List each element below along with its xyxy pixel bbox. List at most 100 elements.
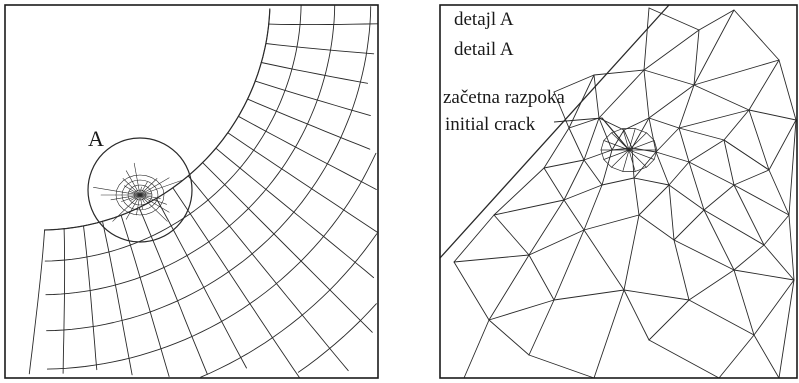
crack-tip-refine-line [139, 194, 168, 222]
triangle-edge [648, 7, 700, 31]
right-detail-panel: detajl A detail A začetna razpoka initia… [434, 0, 799, 383]
hole-boundary [43, 8, 271, 231]
triangle-edge [568, 117, 600, 129]
crack-tip-refine-line [139, 194, 161, 199]
triangle-edge [763, 244, 795, 281]
crack-tip-spoke [622, 149, 630, 172]
triangle-edge [493, 167, 545, 216]
mesh-radial-line [28, 229, 46, 375]
triangle-edge [723, 139, 770, 171]
triangle-edge [623, 214, 640, 291]
mesh-radial-line [268, 23, 378, 26]
mesh-radial-line [155, 197, 247, 369]
triangle-edge [688, 161, 735, 186]
triangle-edge [648, 117, 657, 153]
triangle-edge [623, 117, 650, 131]
triangle-edge [583, 117, 600, 161]
initial-crack-line [601, 117, 630, 151]
crack-tip-refine-line [139, 179, 183, 196]
crack-tip-refine-line [130, 194, 141, 201]
mesh-radial-line [120, 214, 170, 377]
triangle-edge [703, 209, 735, 271]
triangle-edge [678, 109, 750, 129]
crack-tip-spoke [628, 128, 636, 151]
triangle-edge [733, 269, 755, 336]
triangle-edge [768, 119, 797, 171]
triangle-edge [733, 244, 765, 271]
triangle-edge [733, 269, 795, 281]
triangle-edge [453, 261, 490, 321]
quad-mesh [28, 4, 379, 378]
triangle-edge [553, 289, 625, 301]
triangle-edge [723, 109, 750, 141]
triangle-edge [643, 29, 700, 71]
triangle-edge [528, 229, 585, 256]
triangle-edge [718, 334, 755, 379]
triangle-edge [673, 209, 705, 241]
crack-tip-spoke [603, 140, 630, 151]
crack-tip-spoke [622, 128, 630, 151]
crack-label-slovene: začetna razpoka [443, 87, 565, 108]
triangle-edge [453, 254, 530, 263]
crack-tip-spoke [603, 149, 630, 160]
triangle-edge [598, 69, 645, 119]
triangle-edge [723, 139, 735, 186]
crack-tip-ring-edge [603, 132, 612, 141]
triangle-edge [703, 184, 735, 211]
crack-tip-ring-edge [646, 159, 655, 168]
triangle-edge [543, 127, 570, 169]
triangle-edge [528, 354, 595, 379]
triangle-edge [601, 149, 613, 186]
mesh-radial-line [62, 228, 66, 374]
triangle-edge [493, 214, 530, 256]
triangle-mesh [439, 4, 797, 379]
crack-tip-refine-line [139, 181, 148, 196]
crack-tip-ring-edge [634, 166, 647, 172]
crack-tip-refine-line [125, 170, 141, 196]
right-mesh-svg [439, 4, 798, 379]
triangle-edge [623, 289, 690, 301]
crack-tip-spoke [628, 140, 655, 151]
mesh-radial-line [227, 132, 379, 233]
triangle-edge [688, 161, 705, 211]
triangle-edge [568, 74, 595, 129]
mesh-ring-line [200, 233, 378, 378]
triangle-edge [553, 91, 570, 129]
mesh-radial-line [187, 175, 349, 372]
triangle-edge [643, 69, 695, 86]
triangle-edge [733, 169, 770, 186]
triangle-edge [703, 209, 765, 246]
triangle-edge [568, 127, 585, 161]
crack-tip-ring [121, 179, 159, 211]
mesh-radial-line [247, 98, 371, 150]
crack-tip-refine-line [139, 178, 158, 196]
triangle-edge [648, 339, 720, 379]
crack-tip-ring-edge [600, 149, 605, 160]
crack-tip-spoke [628, 149, 655, 160]
mesh-radial-line [254, 80, 371, 117]
triangle-edge [633, 177, 640, 216]
triangle-edge [598, 117, 613, 151]
mesh-radial-line [202, 162, 373, 333]
crack-tip-spoke [628, 149, 647, 168]
triangle-edge [528, 199, 565, 256]
triangle-edge [583, 159, 603, 186]
triangle-edge [753, 334, 780, 379]
triangle-edge [778, 59, 797, 121]
triangle-edge [583, 149, 613, 161]
triangle-edge [668, 184, 705, 211]
crack-tip-spoke [611, 149, 630, 168]
mesh-radial-line [102, 220, 133, 376]
triangle-edge [593, 74, 600, 119]
mesh-radial-line [83, 225, 98, 371]
crack-tip-ring [115, 174, 165, 216]
triangle-edge [768, 169, 790, 216]
triangle-edge [488, 319, 530, 356]
triangle-edge [563, 199, 585, 231]
detail-marker-label: A [88, 126, 104, 151]
crack-tip-refine-line [121, 194, 141, 202]
triangle-edge [453, 214, 495, 263]
right-frame [439, 4, 798, 379]
triangle-edge [553, 74, 595, 93]
triangle-edge [753, 279, 795, 336]
